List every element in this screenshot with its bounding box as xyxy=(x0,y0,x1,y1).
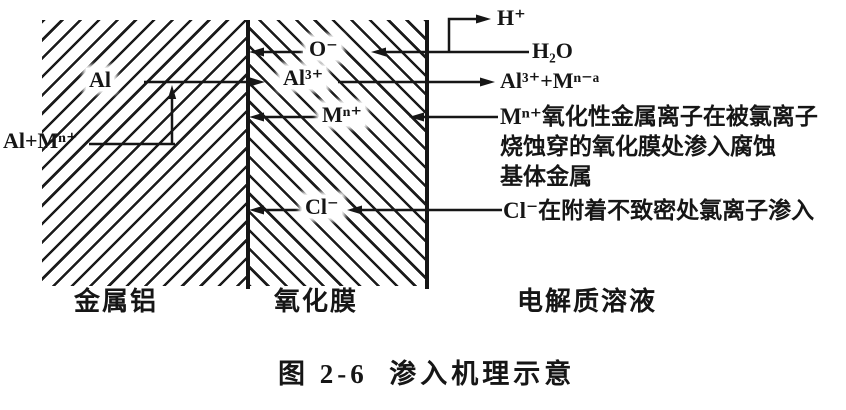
arrow-o-to-metal xyxy=(249,47,303,57)
label-al3-plus-m: Al³⁺+Mⁿ⁻ᵃ xyxy=(500,68,600,93)
region-label-metal: 金属铝 xyxy=(74,287,159,316)
region-label-electrolyte: 电解质溶液 xyxy=(517,287,658,316)
annotation-m-line2: 烧蚀穿的氧化膜处渗入腐蚀 xyxy=(500,134,776,159)
label-m-ion: Mⁿ⁺ xyxy=(319,103,366,126)
arrow-m-into-metal xyxy=(249,112,318,122)
label-h-ion: H⁺ xyxy=(497,5,526,30)
arrow-cl-note-line xyxy=(347,205,502,215)
label-h2o: H₂O xyxy=(532,38,573,63)
label-al3-ion: Al³⁺ xyxy=(280,66,327,89)
region-label-oxide: 氧化膜 xyxy=(274,287,359,316)
arrow-al3-to-electrolyte xyxy=(338,77,495,87)
arrow-cl-into-metal xyxy=(249,205,301,215)
arrow-al-to-oxide xyxy=(144,77,265,87)
label-o-ion: O⁻ xyxy=(306,37,341,60)
metal-aluminum-region xyxy=(42,20,248,286)
arrow-m-note-line xyxy=(409,112,498,122)
label-cl-ion: Cl⁻ xyxy=(302,195,342,218)
arrow-h-plus-branch xyxy=(447,14,491,52)
oxide-film-region xyxy=(248,20,427,286)
annotation-cl-note: Cl⁻在附着不致密处氯离子渗入 xyxy=(503,198,815,223)
annotation-m-line1: Mⁿ⁺氧化性金属离子在被氯离子 xyxy=(500,104,818,129)
label-al: Al xyxy=(86,68,114,91)
figure-caption: 图 2-6 渗入机理示意 xyxy=(278,359,576,389)
connector-al-plus-m xyxy=(89,85,177,146)
label-al-plus-m: Al+Mⁿ⁺ xyxy=(3,128,78,153)
arrow-h2o-to-oxide xyxy=(371,47,529,57)
annotation-m-line3: 基体金属 xyxy=(500,164,592,189)
